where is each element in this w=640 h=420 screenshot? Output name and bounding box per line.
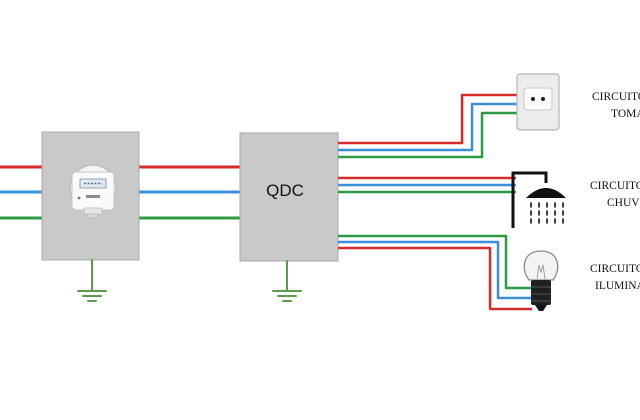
light-bulb-icon: [523, 250, 559, 311]
outlet-neutral-wire: [338, 102, 517, 152]
ground-icon: [77, 259, 107, 302]
light-circuit-label-line2: ILUMINAÇÃO: [595, 278, 640, 292]
qdc-label: QDC: [266, 181, 304, 200]
outlet-phase-wire: [338, 93, 517, 145]
shower-icon: [511, 171, 566, 228]
outlet-icon: [516, 73, 560, 131]
shower-circuit-label-line1: CIRCUITO: [590, 180, 640, 192]
outlet-ground-wire: [338, 111, 517, 159]
qdc-box: [239, 132, 339, 262]
shower-circuit-wires: [338, 176, 516, 194]
outlet-circuit-label-line1: CIRCUITO: [592, 91, 640, 103]
outlet-circuit-label-line2: TOMADA: [611, 108, 640, 120]
light-phase-wire: [338, 246, 532, 311]
energy-meter-icon: [69, 164, 117, 219]
light-ground-wire: [338, 234, 532, 290]
light-circuit-wires: [338, 234, 532, 311]
outlet-circuit-wires: [338, 93, 517, 159]
shower-circuit-label-line2: CHUVEIRO: [607, 197, 640, 209]
light-neutral-wire: [338, 240, 532, 300]
light-circuit-label-line1: CIRCUITO: [590, 263, 640, 275]
ground-icon: [272, 260, 302, 302]
